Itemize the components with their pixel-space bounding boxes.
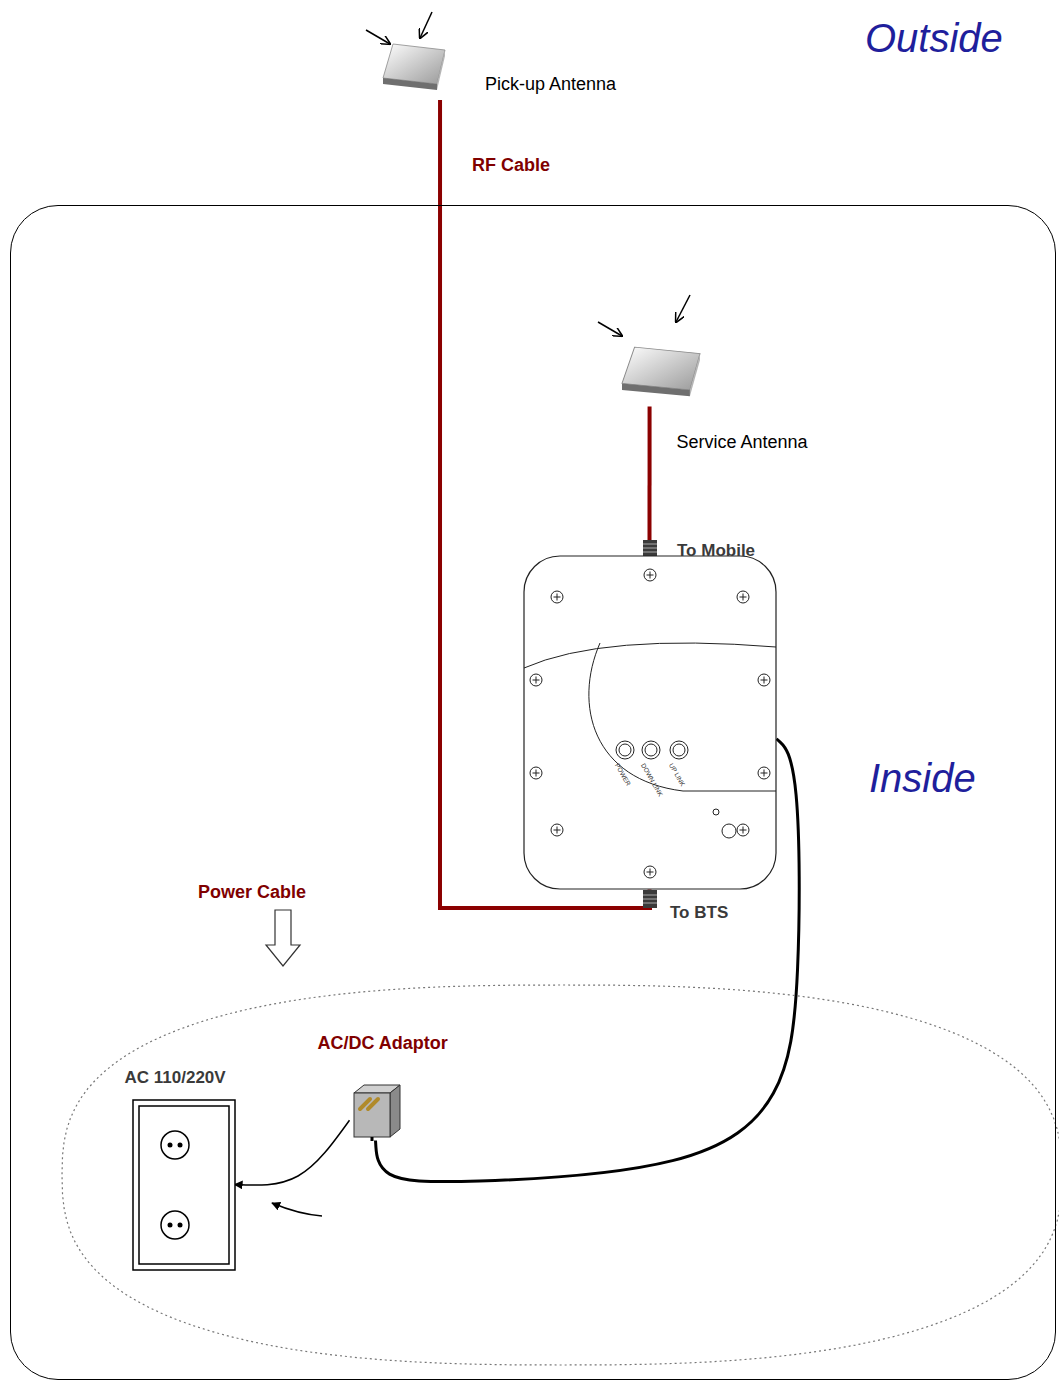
repeater-unit-outline xyxy=(619,744,631,756)
wall-outlet-outline xyxy=(177,1142,182,1147)
repeater-unit-outline xyxy=(530,767,542,779)
rf-port xyxy=(643,552,657,553)
pointer-arrow xyxy=(266,910,300,966)
repeater-unit-outline xyxy=(739,826,746,833)
repeater-unit-outline xyxy=(553,593,560,600)
repeater-unit: POWERDOWN LINKUP LINK xyxy=(523,555,777,890)
repeater-unit-outline xyxy=(737,591,749,603)
service-antenna-outline xyxy=(622,347,700,390)
repeater-unit-outline xyxy=(524,556,776,889)
cable-label: Power Cable xyxy=(198,882,306,904)
port-label: To BTS xyxy=(670,903,728,923)
power-adaptor-outline xyxy=(390,1085,400,1137)
part-label: AC/DC Adaptor xyxy=(318,1033,448,1055)
repeater-unit-outline xyxy=(673,744,685,756)
repeater-unit-outline xyxy=(551,824,563,836)
plug-arrow xyxy=(235,1120,350,1185)
repeater-unit-outline xyxy=(532,676,539,683)
wall-outlet-outline xyxy=(167,1142,172,1147)
signal-rays xyxy=(676,295,690,322)
repeater-unit-outline xyxy=(646,571,653,578)
repeater-unit-outline xyxy=(642,741,660,759)
service-antenna-outline xyxy=(689,353,699,396)
rf-port xyxy=(643,544,657,545)
indoor-region: Service AntennaPOWERDOWN LINKUP LINK AC 1… xyxy=(10,205,1056,1380)
repeater-unit-outline xyxy=(670,741,688,759)
service-antenna-outline xyxy=(622,347,700,396)
power-adaptor-outline xyxy=(370,1137,373,1141)
port-label: To Mobile xyxy=(677,541,755,561)
pickup-antenna-outline xyxy=(383,44,445,90)
repeater-unit-outline xyxy=(722,824,736,838)
repeater-unit-outline xyxy=(646,868,653,875)
repeater-unit-outline xyxy=(524,643,776,668)
repeater-unit-outline xyxy=(553,826,560,833)
repeater-unit-outline xyxy=(737,824,749,836)
repeater-unit-outline xyxy=(758,674,770,686)
group-outline xyxy=(62,985,1059,1365)
pickup-antenna-outline xyxy=(383,78,437,90)
service-antenna-outline xyxy=(622,383,690,396)
wall-outlet-outline xyxy=(161,1211,189,1239)
wall-outlet-outline xyxy=(167,1222,172,1227)
wall-outlet-outline xyxy=(139,1106,229,1264)
signal-rays xyxy=(598,322,622,336)
repeater-unit-outline xyxy=(760,769,767,776)
pickup-antenna-outline xyxy=(383,44,445,84)
service-antenna: Service Antenna xyxy=(622,345,700,407)
repeater-unit-outline xyxy=(588,643,775,791)
part-label: Pick-up Antenna xyxy=(485,74,616,96)
repeater-unit-outline xyxy=(530,674,542,686)
cable-label: RF Cable xyxy=(470,155,552,177)
rf-port xyxy=(643,895,657,896)
repeater-unit-outline xyxy=(532,769,539,776)
wall-outlet-outline xyxy=(133,1100,235,1270)
zone-label: Outside xyxy=(865,14,1003,62)
signal-rays xyxy=(366,30,390,44)
wall-outlet-outline xyxy=(177,1222,182,1227)
rf-port xyxy=(643,899,657,900)
repeater-unit-outline xyxy=(644,569,656,581)
wall-outlet-outline xyxy=(161,1131,189,1159)
repeater-unit-outline xyxy=(644,866,656,878)
pickup-antenna-outline xyxy=(437,50,445,90)
part-label: Inside xyxy=(869,754,976,802)
power-adaptor: AC/DC Adaptor xyxy=(350,1083,402,1141)
repeater-unit-outline xyxy=(758,767,770,779)
repeater-unit-outline xyxy=(551,591,563,603)
repeater-unit-outline xyxy=(523,555,777,890)
rf-port xyxy=(643,548,657,549)
plug-arrow xyxy=(272,1203,322,1216)
service-antenna-outline xyxy=(622,345,700,407)
signal-rays xyxy=(420,12,432,38)
repeater-unit-outline xyxy=(739,593,746,600)
wall-outlet-outline xyxy=(133,1100,235,1270)
rf-cable xyxy=(648,407,652,555)
repeater-unit-outline xyxy=(645,744,657,756)
power-adaptor-outline xyxy=(350,1083,402,1141)
repeater-unit-outline xyxy=(760,676,767,683)
rf-port xyxy=(643,890,657,908)
pickup-antenna: Pick-up Antenna xyxy=(383,42,445,100)
repeater-unit-outline xyxy=(713,809,719,815)
pickup-antenna-outline xyxy=(383,42,445,100)
power-adaptor-outline xyxy=(354,1093,390,1137)
repeater-unit-outline xyxy=(616,741,634,759)
rf-port xyxy=(643,903,657,904)
wall-outlet: AC 110/220V xyxy=(133,1100,235,1270)
part-label: Service Antenna xyxy=(677,432,808,454)
signal-rays xyxy=(366,12,690,336)
power-adaptor-outline xyxy=(360,1099,378,1109)
rf-port xyxy=(643,540,657,556)
part-label: AC 110/220V xyxy=(125,1068,226,1088)
